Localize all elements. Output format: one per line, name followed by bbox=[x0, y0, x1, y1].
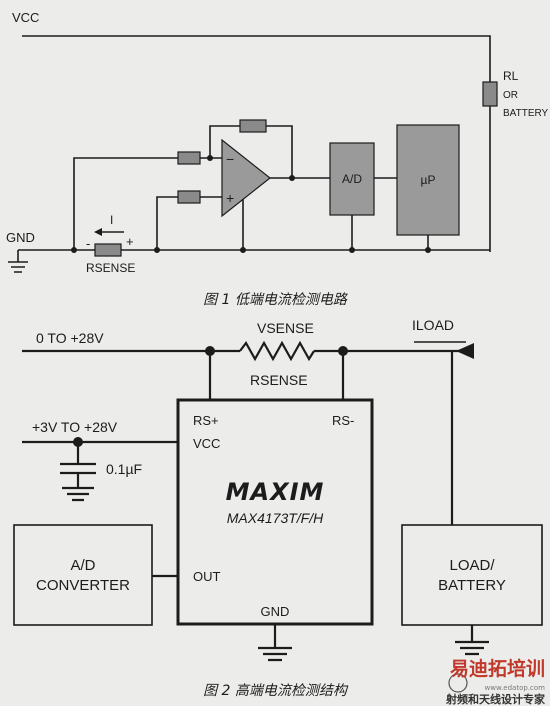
opamp-plus-label: + bbox=[226, 190, 234, 206]
rl-resistor bbox=[482, 81, 498, 107]
vcc-rail-wire bbox=[22, 35, 491, 82]
feedback-resistor bbox=[239, 119, 267, 133]
or-label: OR bbox=[503, 90, 518, 101]
current-label: I bbox=[110, 213, 113, 227]
input-resistor-minus bbox=[177, 151, 201, 165]
pin-vcc-label: VCC bbox=[193, 436, 220, 451]
figure-2-caption: 图 2 高端电流检测结构 bbox=[203, 683, 349, 699]
watermark-url: www.edatop.com bbox=[485, 684, 546, 692]
adc-line2: CONVERTER bbox=[36, 577, 130, 594]
opamp-minus-label: − bbox=[226, 151, 234, 167]
vcc-supply-label: +3V TO +28V bbox=[32, 419, 118, 435]
rsense-minus-sign: - bbox=[86, 236, 90, 251]
ic-ground-icon bbox=[258, 646, 292, 662]
input-resistor-plus bbox=[177, 190, 201, 204]
feedback-wire-left bbox=[209, 125, 240, 158]
iload-label: ILOAD bbox=[412, 317, 454, 333]
gnd-label: GND bbox=[6, 230, 35, 245]
ground-symbol-icon bbox=[8, 261, 28, 273]
op-amp bbox=[221, 138, 271, 218]
pin-gnd-label: GND bbox=[261, 604, 290, 619]
rsense-resistor bbox=[94, 243, 122, 257]
vcc-label: VCC bbox=[12, 10, 39, 25]
figure-1-low-side-circuit: VCC RL OR BATTERY GND - + RSENSE I bbox=[6, 10, 549, 275]
pin-out-label: OUT bbox=[193, 569, 221, 584]
rsense-plus-sign: + bbox=[126, 234, 134, 249]
up-label: µP bbox=[421, 173, 436, 187]
rsense-label: RSENSE bbox=[86, 261, 135, 275]
load-ground-icon bbox=[455, 640, 489, 656]
vsense-label: VSENSE bbox=[257, 320, 314, 336]
cap-ground-icon bbox=[62, 486, 94, 502]
microprocessor-block bbox=[396, 124, 460, 236]
battery-label: BATTERY bbox=[503, 108, 549, 119]
load-battery-block bbox=[401, 524, 543, 626]
supply-label: 0 TO +28V bbox=[36, 330, 104, 346]
feedback-wire-right bbox=[266, 125, 293, 178]
watermark-subtitle: 射频和天线设计专家 bbox=[445, 692, 546, 706]
figure-2-high-side-circuit: 0 TO +28V VSENSE RSENSE ILOAD RS+ RS- VC… bbox=[13, 317, 543, 662]
maxim-logo: MAXIM bbox=[226, 478, 325, 506]
load-line1: LOAD/ bbox=[449, 557, 495, 574]
pin-rsminus-label: RS- bbox=[332, 413, 354, 428]
adc-converter-block bbox=[13, 524, 153, 626]
rsense-label-fig2: RSENSE bbox=[250, 372, 308, 388]
cap-value-label: 0.1µF bbox=[106, 461, 142, 477]
part-number-label: MAX4173T/F/H bbox=[227, 510, 324, 526]
adc-label: A/D bbox=[342, 172, 362, 186]
plus-ref-wire bbox=[156, 196, 178, 250]
load-line2: BATTERY bbox=[438, 577, 506, 594]
pin-rsplus-label: RS+ bbox=[193, 413, 219, 428]
adc-line1: A/D bbox=[70, 557, 95, 574]
watermark-logo-icon bbox=[448, 673, 468, 693]
watermark-title: 易迪拓培训 bbox=[450, 657, 545, 680]
sense-wire bbox=[73, 157, 178, 250]
current-arrow-icon bbox=[94, 228, 102, 236]
figure-1-caption: 图 1 低端电流检测电路 bbox=[203, 292, 348, 308]
iload-arrow-icon bbox=[456, 343, 474, 359]
watermark: 易迪拓培训 www.edatop.com 射频和天线设计专家 bbox=[445, 657, 546, 706]
max4173-ic bbox=[176, 398, 374, 626]
rl-label: RL bbox=[503, 69, 519, 83]
rsense-zigzag-resistor bbox=[239, 340, 315, 362]
